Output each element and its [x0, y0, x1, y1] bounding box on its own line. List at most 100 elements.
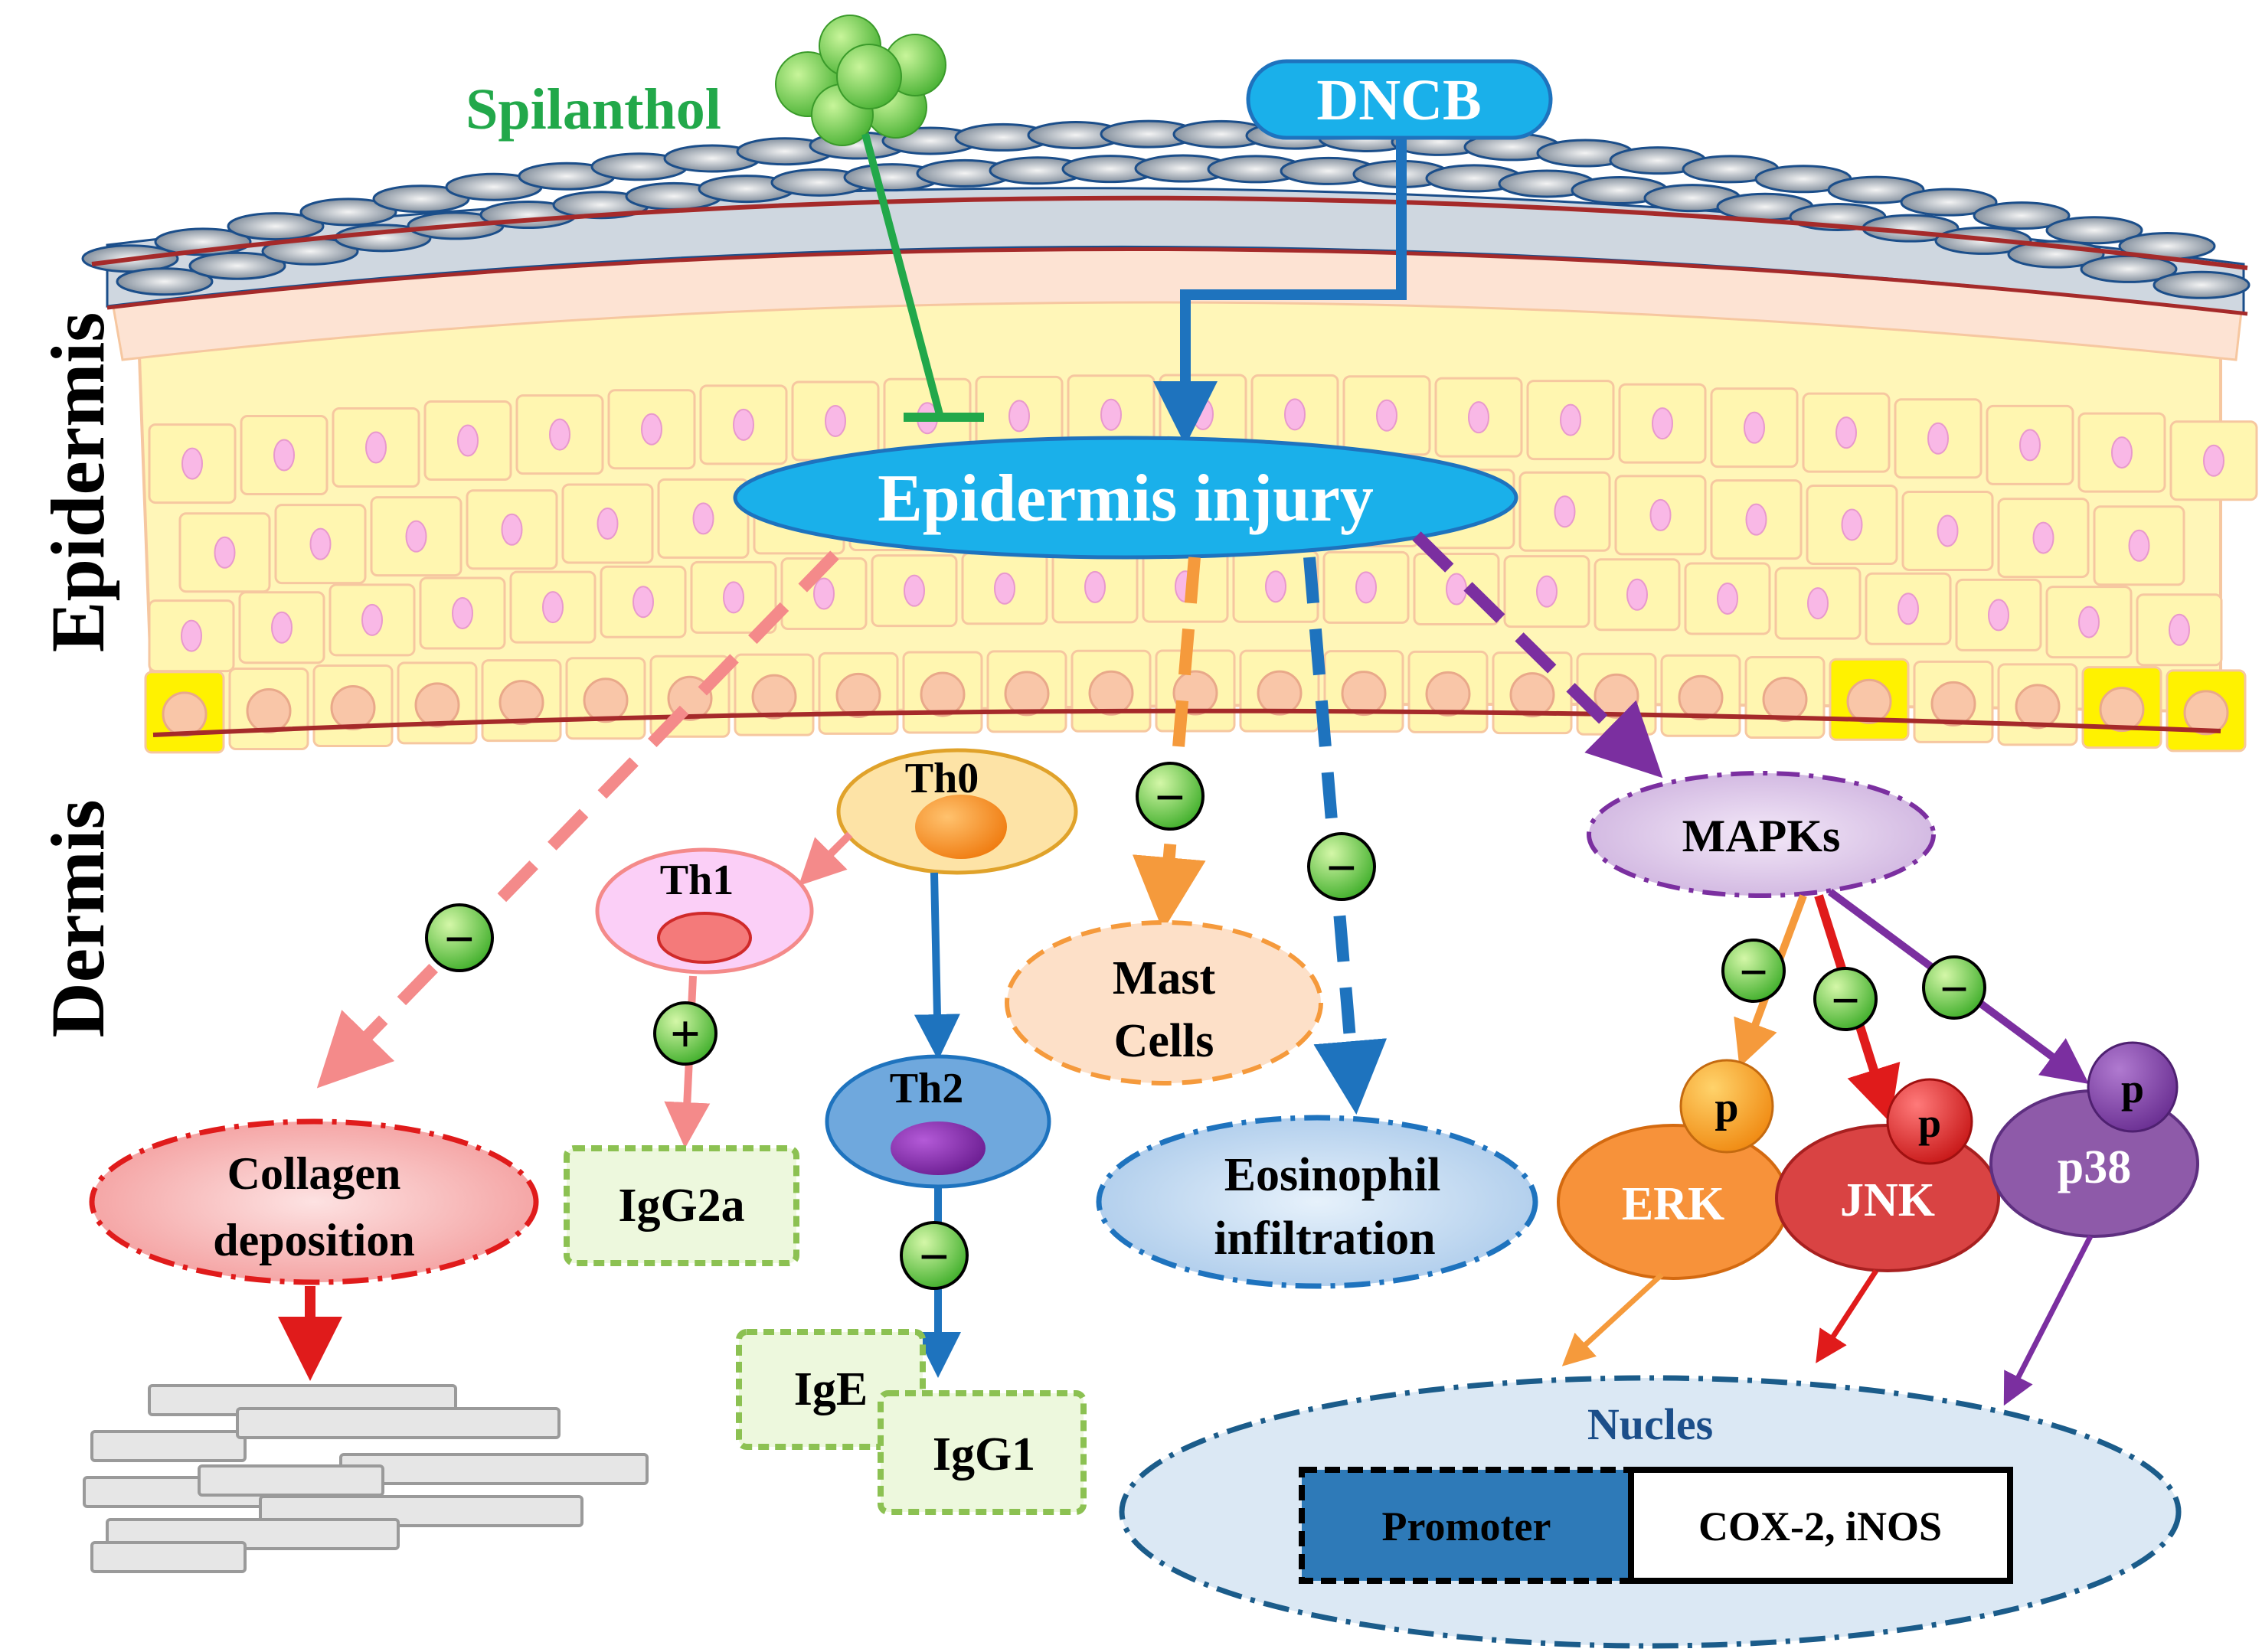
eosinophil-infiltration-node [1096, 1115, 1538, 1289]
svg-text:−: − [1326, 839, 1357, 898]
mast-cells-label-line1: Mast [1113, 952, 1216, 1004]
p38-phospho-label: p [2121, 1066, 2144, 1112]
injury-to-mapks-arrow [1412, 531, 1663, 779]
spilanthol-label: Spilanthol [466, 77, 721, 142]
erk-to-nucleus-arrow [1561, 1272, 1664, 1366]
collagen-fiber [90, 1541, 247, 1573]
basal-cell-nucleus [1257, 670, 1303, 716]
p38-to-nucleus-arrow [2003, 1235, 2094, 1406]
keratinocyte-nucleus [813, 577, 835, 610]
keratinocyte-nucleus [181, 619, 202, 652]
minus-badge-erk: − [1721, 939, 1786, 1003]
minus-badge-th2: − [900, 1221, 969, 1290]
dncb-to-injury-arrow [1153, 139, 1407, 446]
basal-cell-nucleus [2099, 687, 2145, 733]
keratinocyte-nucleus [2128, 529, 2150, 562]
epidermis-label: Epidermis [35, 312, 120, 652]
keratinocyte-nucleus [1084, 570, 1106, 603]
keratinocyte-nucleus [2078, 606, 2100, 638]
injury-to-collagen-arrow [316, 550, 839, 1089]
keratinocyte-nucleus [1807, 587, 1829, 620]
basal-cell-nucleus [2183, 690, 2229, 736]
igg2a-box [564, 1145, 799, 1266]
dncb-label: DNCB [1316, 68, 1481, 132]
corneocyte-scale [1973, 201, 2071, 230]
basal-cell-nucleus [1004, 671, 1050, 717]
basal-cell-nucleus [1088, 670, 1134, 716]
keratinocyte-nucleus [1717, 582, 1738, 615]
jnk-to-nucleus-arrow [1816, 1269, 1878, 1363]
upper-boundary-membrane [106, 246, 2248, 316]
keratinocyte-nucleus [457, 424, 479, 457]
keratinocyte-nucleus [365, 431, 387, 464]
th1-nucleus [657, 912, 752, 964]
th0-nucleus [915, 795, 1007, 859]
keratinocyte-nucleus [273, 439, 295, 472]
keratinocyte-nucleus [1927, 422, 1949, 455]
keratinocyte-nucleus [1626, 578, 1648, 611]
plus-badge-th1: + [653, 1001, 717, 1066]
svg-text:−: − [1831, 973, 1860, 1029]
minus-badge-jnk: − [1813, 967, 1878, 1031]
keratinocyte-nucleus [214, 536, 236, 569]
keratinocyte-nucleus [1898, 593, 1919, 625]
jnk-phospho-label: p [1918, 1100, 1941, 1146]
p38-label: p38 [2058, 1141, 2131, 1193]
nucleus-label: Nucles [1587, 1399, 1713, 1449]
keratinocyte-nucleus [501, 513, 523, 546]
basal-cell-nucleus [1762, 677, 1808, 723]
basal-cell-nucleus [751, 674, 797, 720]
svg-text:−: − [444, 910, 475, 969]
igg2a-label: IgG2a [618, 1180, 744, 1232]
jnk-phospho-icon [1886, 1078, 1973, 1165]
mast-cells-label-line2: Cells [1114, 1015, 1214, 1067]
collagen-fibers-icon [83, 1384, 649, 1573]
genes-label: COX-2, iNOS [1698, 1503, 1942, 1549]
keratinocyte-nucleus [1265, 570, 1286, 603]
keratinocyte-nucleus [1284, 398, 1306, 431]
collagen-label-line1: Collagen [227, 1148, 401, 1199]
basal-cell-nucleus [1930, 681, 1976, 726]
keratinocyte-nucleus [597, 508, 619, 540]
keratinocyte-nucleus [361, 603, 383, 636]
epidermis-injury-label: Epidermis injury [878, 462, 1374, 536]
corneocyte-scale [227, 212, 325, 241]
keratinocyte-nucleus [1652, 407, 1673, 440]
keratinocyte-nucleus [549, 418, 570, 451]
dermis-label: Dermis [35, 800, 120, 1038]
corneocyte-scale [299, 198, 397, 227]
keratinocyte-nucleus [1841, 508, 1863, 541]
keratinocyte-nucleus [1008, 400, 1030, 433]
keratinocyte-nucleus [633, 586, 654, 619]
keratinocyte-nucleus [181, 447, 203, 480]
keratinocyte-nucleus [1988, 599, 2009, 632]
outer-membrane [91, 195, 2248, 270]
keratinocyte-nucleus [452, 596, 473, 629]
epidermis-injury-node [733, 436, 1518, 560]
corneocyte-scale [188, 251, 286, 280]
basal-cell-nucleus [1425, 671, 1471, 717]
injury-to-mast-cells-arrow [1132, 557, 1206, 931]
th0-to-th2-arrow [914, 872, 960, 1060]
igg1-box [878, 1390, 1087, 1515]
mast-cells-node [1005, 920, 1323, 1086]
keratinocyte-nucleus [692, 502, 714, 535]
keratinocyte-nucleus [1560, 403, 1581, 436]
collagen-fiber [198, 1464, 384, 1497]
promoter-box [1299, 1467, 1634, 1584]
basement-membrane [152, 708, 2221, 737]
keratinocyte-nucleus [309, 527, 332, 560]
svg-text:−: − [919, 1228, 950, 1287]
basal-cell-nucleus [162, 691, 208, 737]
eosinophil-label-line2: infiltration [1214, 1213, 1435, 1265]
keratinocyte-nucleus [271, 611, 293, 644]
erk-phospho-label: p [1714, 1084, 1738, 1131]
promoter-label: Promoter [1382, 1503, 1551, 1549]
keratinocyte-nucleus [1468, 401, 1489, 434]
spilanthol-molecule-icon [775, 15, 946, 146]
th2-nucleus [891, 1121, 986, 1175]
collagen-fiber [90, 1430, 247, 1462]
th0-to-th1-arrow [798, 831, 853, 886]
minus-badge-mast-cells: − [1136, 762, 1205, 831]
basal-cell-layer [144, 649, 2247, 754]
